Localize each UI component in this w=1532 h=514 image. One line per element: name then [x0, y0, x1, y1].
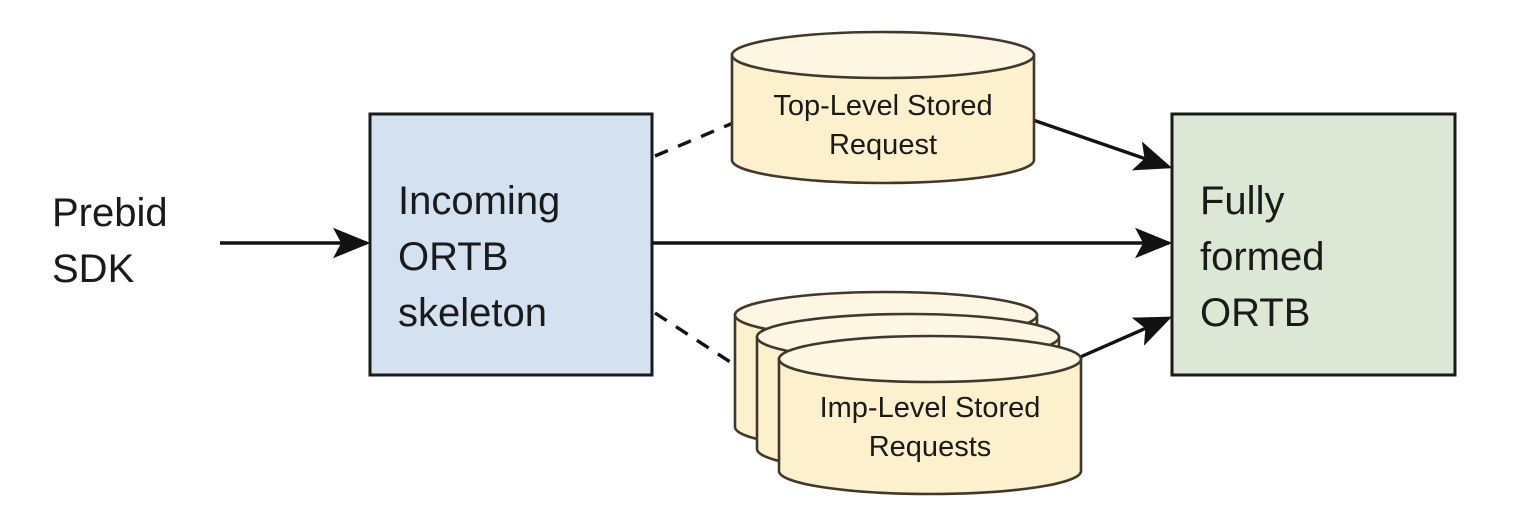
imp-level-stored-requests-label-line2: Requests — [869, 431, 992, 463]
fully-formed-ortb-label-line3: ORTB — [1200, 291, 1310, 335]
node-incoming-ortb-skeleton[interactable]: Incoming ORTB skeleton — [368, 112, 654, 377]
top-level-stored-request-body[interactable] — [730, 53, 1036, 185]
prebid-sdk-label-line1: Prebid — [52, 191, 168, 235]
edge-skeleton-to-top-store — [654, 121, 734, 158]
incoming-ortb-skeleton-label-line3: skeleton — [398, 291, 547, 335]
prebid-sdk-label-line2: SDK — [52, 247, 135, 291]
imp-level-stored-requests-label-line1: Imp-Level Stored — [820, 392, 1041, 424]
imp-level-stored-requests-cylinder-front[interactable] — [777, 334, 1083, 496]
top-level-stored-request-top-ellipse — [730, 30, 1036, 80]
incoming-ortb-skeleton-box[interactable] — [368, 112, 654, 377]
node-prebid-sdk: Prebid SDK — [52, 191, 168, 291]
fully-formed-ortb-label-line2: formed — [1200, 235, 1325, 279]
fully-formed-ortb-box[interactable] — [1170, 112, 1457, 377]
edge-skeleton-to-imp-store — [654, 311, 739, 369]
fully-formed-ortb-label-line1: Fully — [1200, 179, 1284, 223]
incoming-ortb-skeleton-label-line1: Incoming — [398, 179, 560, 223]
top-level-stored-request-label-line1: Top-Level Stored — [773, 90, 992, 122]
top-level-stored-request-label-line2: Request — [829, 129, 937, 161]
node-imp-level-stored-requests[interactable]: Imp-Level Stored Requests — [733, 290, 1083, 496]
node-fully-formed-ortb[interactable]: Fully formed ORTB — [1170, 112, 1457, 377]
edge-top-store-to-result — [1032, 118, 1173, 171]
incoming-ortb-skeleton-label-line2: ORTB — [398, 235, 508, 279]
node-top-level-stored-request[interactable]: Top-Level Stored Request — [730, 30, 1036, 185]
edge-imp-store-to-result — [1077, 316, 1173, 360]
